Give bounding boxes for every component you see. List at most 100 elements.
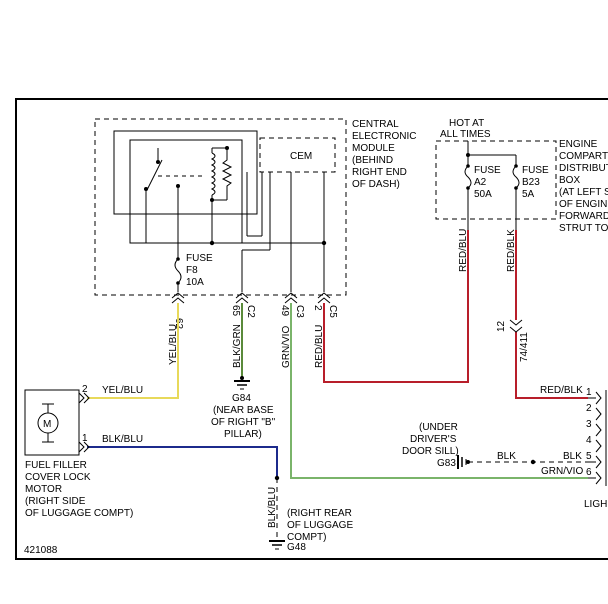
relay-switch-arm bbox=[146, 159, 163, 191]
light-pin-3: 3 bbox=[586, 419, 592, 430]
fuse-a2-symbol bbox=[464, 165, 472, 189]
engine-distribution-box: HOT AT ALL TIMES FUSE A2 50A FUSE B23 5A… bbox=[435, 118, 608, 234]
connector-c6-62 bbox=[171, 292, 185, 304]
fuse-a2-line-3: 50A bbox=[474, 189, 492, 200]
label-blk-blu-vertical: BLK/BLU bbox=[267, 487, 278, 528]
motor-box bbox=[24, 389, 80, 456]
motor-label-3: MOTOR bbox=[25, 484, 62, 495]
motor-pin2-connector bbox=[78, 392, 90, 404]
fuse-b23-line-2: B23 bbox=[522, 177, 540, 188]
light-pin-4: 4 bbox=[586, 435, 592, 446]
cem-dashed-box bbox=[94, 118, 347, 296]
engine-box-title-1: ENGINE bbox=[559, 139, 598, 150]
engine-box-title-8: STRUT TOWER) bbox=[559, 223, 608, 234]
cem-relay-box bbox=[113, 130, 258, 215]
g84-label: G84 bbox=[232, 393, 251, 404]
g48-label: G48 bbox=[287, 542, 306, 553]
motor-pin1-connector bbox=[78, 441, 90, 453]
cem-title-4: (BEHIND bbox=[352, 155, 393, 166]
connector-c5-2 bbox=[317, 292, 331, 304]
pin-c5: C5 bbox=[327, 305, 338, 318]
fuse-a2-line-2: A2 bbox=[474, 177, 487, 188]
cem-title-5: RIGHT END bbox=[352, 167, 407, 178]
light-pin-2: 2 bbox=[586, 403, 592, 414]
cem-module: CEM FUSE bbox=[94, 118, 416, 296]
wire-yel-blu bbox=[87, 303, 179, 399]
fuse-f8-symbol bbox=[174, 258, 182, 284]
motor-label-1: FUEL FILLER bbox=[25, 460, 87, 471]
figure-id: 421088 bbox=[24, 545, 58, 556]
g48-desc-3: COMPT) bbox=[287, 532, 326, 543]
engine-box-title-7: FORWARD OF bbox=[559, 211, 608, 222]
g83-desc-1: (UNDER bbox=[419, 422, 458, 433]
light-pin-1: 1 bbox=[586, 387, 592, 398]
light-pin-5: 5 bbox=[586, 451, 592, 462]
connector-12-label: 12 bbox=[496, 320, 507, 332]
cem-title-6: OF DASH) bbox=[352, 179, 400, 190]
light-module-label: LIGH bbox=[584, 499, 607, 510]
wire-blk-blu bbox=[87, 446, 278, 478]
cem-label-box bbox=[259, 137, 336, 173]
diagram-frame bbox=[15, 98, 608, 560]
connector-c2-65 bbox=[235, 292, 249, 304]
ground-g84: G84 (NEAR BASE OF RIGHT "B" PILLAR) bbox=[211, 376, 276, 440]
hot-at-line-2: ALL TIMES bbox=[440, 129, 491, 140]
wire-red-blu bbox=[323, 230, 469, 383]
fuse-a2-line-1: FUSE bbox=[474, 165, 501, 176]
label-grn-vio-horizontal: GRN/VIO bbox=[541, 466, 583, 477]
fuse-b23-line-1: FUSE bbox=[522, 165, 549, 176]
g84-desc-2: OF RIGHT "B" bbox=[211, 417, 276, 428]
pin-c3: C3 bbox=[294, 305, 305, 318]
connector-c3-49 bbox=[284, 292, 298, 304]
relay-resistor bbox=[221, 150, 233, 196]
engine-box-title-5: (AT LEFT SIDE bbox=[559, 187, 608, 198]
pin-49: 49 bbox=[279, 305, 290, 317]
cem-title-3: MODULE bbox=[352, 143, 395, 154]
motor-label-4: (RIGHT SIDE bbox=[25, 496, 86, 507]
motor-pin2: 2 bbox=[82, 384, 88, 395]
pin-c2: C2 bbox=[245, 305, 256, 318]
inline-connector: 12 74/411 bbox=[496, 319, 530, 362]
pin-65: 65 bbox=[230, 305, 241, 317]
g48-desc-2: OF LUGGAGE bbox=[287, 520, 353, 531]
label-blk-pin5: BLK bbox=[563, 451, 582, 462]
fuse-f8-line-3: 10A bbox=[186, 277, 204, 288]
fuse-b23-line-3: 5A bbox=[522, 189, 535, 200]
relay-coil bbox=[210, 152, 216, 196]
cem-title-1: CENTRAL bbox=[352, 119, 399, 130]
motor-pin1: 1 bbox=[82, 433, 88, 444]
wire-red-blk-lower bbox=[515, 332, 588, 399]
label-red-blu-right: RED/BLU bbox=[458, 229, 469, 272]
cem-label: CEM bbox=[290, 151, 312, 162]
engine-box-title-4: BOX bbox=[559, 175, 580, 186]
hot-at-line-1: HOT AT bbox=[449, 118, 484, 129]
connector-12-symbol bbox=[509, 319, 523, 333]
label-grn-vio-vertical: GRN/VIO bbox=[281, 326, 292, 368]
label-red-blk-vertical: RED/BLK bbox=[506, 229, 517, 272]
fuse-f8-line-2: F8 bbox=[186, 265, 198, 276]
cem-title-2: ELECTRONIC bbox=[352, 131, 416, 142]
g84-desc-1: (NEAR BASE bbox=[213, 405, 274, 416]
ground-g83: (UNDER DRIVER'S DOOR SILL) G83 bbox=[402, 422, 536, 469]
fuse-f8-line-1: FUSE bbox=[186, 253, 213, 264]
fuel-filler-motor: M 2 1 FUEL FILLER COVER LOCK MOTOR (RIGH… bbox=[24, 384, 133, 519]
g83-desc-3: DOOR SILL) bbox=[402, 446, 459, 457]
wires bbox=[87, 230, 588, 540]
engine-box-title-6: OF ENGINE bbox=[559, 199, 608, 210]
wire-grn-vio bbox=[290, 303, 588, 479]
ground-g48: (RIGHT REAR OF LUGGAGE COMPT) G48 bbox=[269, 475, 353, 553]
engine-box-title-2: COMPARTMENT bbox=[559, 151, 608, 162]
label-yel-blu-horizontal: YEL/BLU bbox=[102, 385, 143, 396]
g83-desc-2: DRIVER'S bbox=[410, 434, 457, 445]
motor-label-5: OF LUGGAGE COMPT) bbox=[25, 508, 133, 519]
label-yel-blu-vertical: YEL/BLU bbox=[168, 324, 179, 365]
label-red-blu-left: RED/BLU bbox=[314, 325, 325, 368]
g48-desc-1: (RIGHT REAR bbox=[287, 508, 352, 519]
light-module: 1 2 3 4 5 6 LIGH bbox=[584, 387, 607, 510]
motor-m: M bbox=[43, 419, 51, 430]
fuse-b23-symbol bbox=[512, 165, 520, 189]
label-blk-grn: BLK/GRN bbox=[232, 324, 243, 368]
cem-connectors: 62 65 C2 49 C3 2 C5 bbox=[171, 292, 338, 330]
pin-2: 2 bbox=[312, 305, 323, 311]
